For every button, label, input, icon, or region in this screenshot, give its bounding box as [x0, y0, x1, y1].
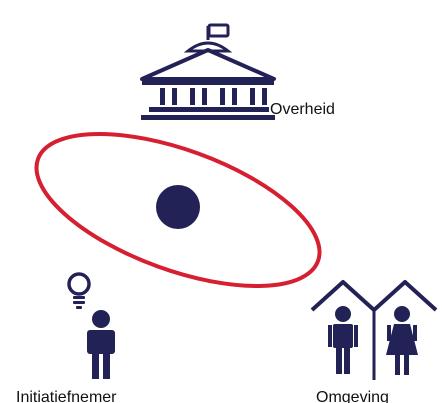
initiator-label: Initiatiefnemer [16, 389, 117, 403]
family-house-icon [310, 280, 438, 380]
person-lightbulb-icon [67, 272, 115, 379]
dot-icon [156, 185, 200, 229]
government-label: Overheid [270, 101, 335, 118]
surroundings-label: Omgeving [316, 389, 389, 403]
government-building-icon [140, 23, 276, 120]
ellipse-orbit-icon [34, 132, 322, 288]
